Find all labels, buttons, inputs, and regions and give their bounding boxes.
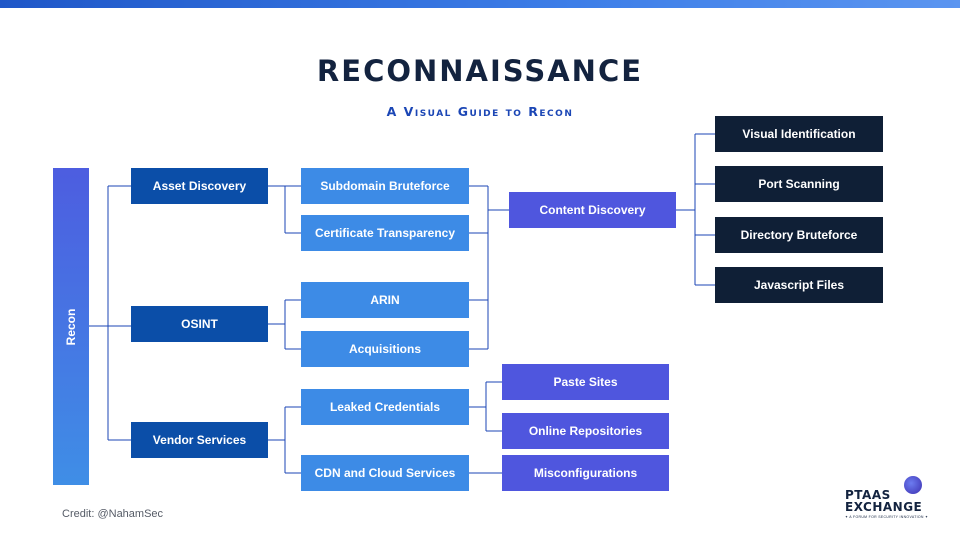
node-misconfigurations: Misconfigurations [502, 455, 669, 491]
node-vendor-services: Vendor Services [131, 422, 268, 458]
logo-orb-icon [904, 476, 922, 494]
node-visual-identification: Visual Identification [715, 116, 883, 152]
recon-root-node: Recon [53, 168, 89, 485]
credit-text: Credit: @NahamSec [62, 508, 164, 520]
node-subdomain-bruteforce: Subdomain Bruteforce [301, 168, 469, 204]
logo-tagline: ✦ A FORUM FOR SECURITY INNOVATION ✦ [845, 515, 929, 519]
node-javascript-files: Javascript Files [715, 267, 883, 303]
recon-label: Recon [64, 308, 78, 345]
node-leaked-credentials: Leaked Credentials [301, 389, 469, 425]
node-directory-bruteforce: Directory Bruteforce [715, 217, 883, 253]
node-certificate-transparency: Certificate Transparency [301, 215, 469, 251]
node-asset-discovery: Asset Discovery [131, 168, 268, 204]
node-paste-sites: Paste Sites [502, 364, 669, 400]
node-cdn-cloud-services: CDN and Cloud Services [301, 455, 469, 491]
node-arin: ARIN [301, 282, 469, 318]
node-port-scanning: Port Scanning [715, 166, 883, 202]
node-osint: OSINT [131, 306, 268, 342]
page-title: RECONNAISSANCE [316, 54, 644, 88]
top-accent-bar [0, 0, 960, 8]
logo-line-2: EXCHANGE [845, 500, 923, 514]
node-acquisitions: Acquisitions [301, 331, 469, 367]
ptaas-exchange-logo: PTAAS EXCHANGE ✦ A FORUM FOR SECURITY IN… [845, 476, 941, 524]
page-subtitle: A Visual Guide to Recon [386, 104, 574, 119]
node-online-repositories: Online Repositories [502, 413, 669, 449]
node-content-discovery: Content Discovery [509, 192, 676, 228]
logo-line-1: PTAAS [845, 488, 891, 502]
